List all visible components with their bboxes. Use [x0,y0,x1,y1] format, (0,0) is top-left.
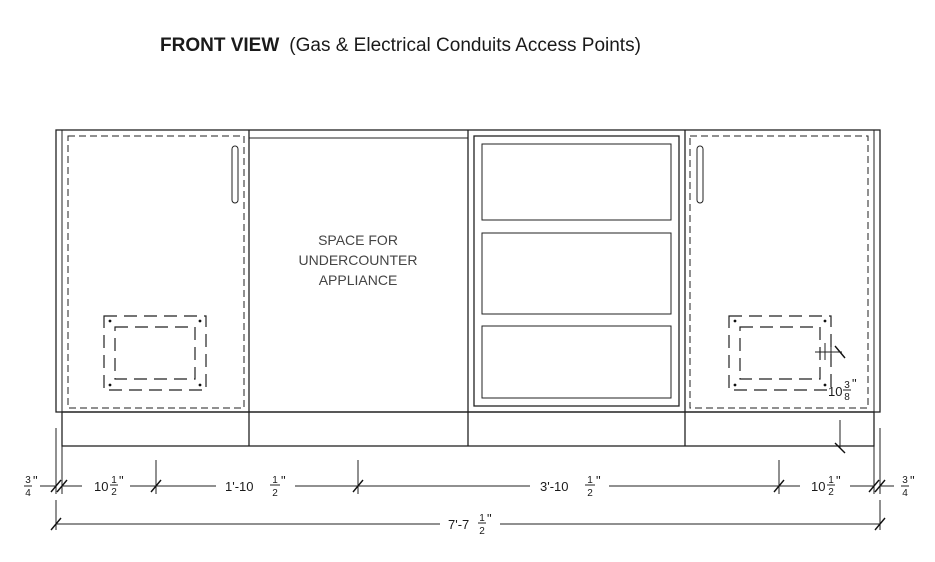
dim-right-end-panel: 3 4 " [901,473,915,499]
access-height-unit: " [852,376,857,391]
dim-app-whole: 1'-10 [225,479,254,494]
left-door-handle [231,145,239,204]
dim-right-end-num: 3 [902,475,908,486]
drawer-top [481,143,672,221]
appliance-label-line2: UNDERCOUNTER [299,252,418,268]
left-access-point-inner [114,326,196,380]
cabinet-elevation [55,129,881,447]
dimension-overall: 7'-7 1 2 " [50,511,886,537]
drawer-middle [481,232,672,315]
left-access-screw-br [198,383,202,387]
appliance-space-label: SPACE FOR UNDERCOUNTER APPLIANCE [299,232,418,288]
dim-left-cab-num: 1 [111,475,117,486]
dim-right-cab-unit: " [836,473,841,488]
dim-left-cabinet: 10 1 2 " [94,473,124,498]
right-door [689,135,869,454]
dim-left-end-den: 4 [25,488,31,499]
dim-left-end-num: 3 [25,475,31,486]
drawer-bottom [481,325,672,399]
dim-right-cabinet: 10 1 2 " [811,473,841,498]
tick-779 [773,479,785,493]
dim-drw-den: 2 [587,488,593,499]
left-access-screw-tr [198,319,202,323]
dim-drawer-section: 3'-10 1 2 " [540,473,601,499]
drawing-title: FRONT VIEW (Gas & Electrical Conduits Ac… [160,35,641,56]
dim-app-num: 1 [272,475,278,486]
dim-overall-whole: 7'-7 [448,517,469,532]
dim-drw-unit: " [596,473,601,488]
right-access-screw-br [823,383,827,387]
dim-left-cab-den: 2 [111,487,117,498]
access-height-den: 8 [844,392,850,403]
dim-drw-whole: 3'-10 [540,479,569,494]
dim-overall-den: 2 [479,526,485,537]
title-subtitle-text: (Gas & Electrical Conduits Access Points… [289,35,641,56]
drawer-section [473,135,680,407]
dim-overall-unit: " [487,511,492,526]
access-height-dimension: 10 3 8 " [828,376,857,403]
tick-overall-left [50,517,62,531]
floor-dim-tick [834,442,846,454]
dim-left-cab-unit: " [119,473,124,488]
appliance-label-line1: SPACE FOR [318,232,398,248]
tick-358 [352,479,364,493]
dim-left-end-panel: 3 4 " [24,473,38,499]
left-door-dashed-outline [67,135,245,409]
tick-156 [150,479,162,493]
tick-overall-right [874,517,886,531]
tick-62 [56,479,68,493]
tick-56 [50,479,62,493]
dim-right-end-unit: " [910,473,915,488]
tick-880 [874,479,886,493]
right-access-screw-tr [823,319,827,323]
dim-app-den: 2 [272,488,278,499]
dim-right-end-den: 4 [902,488,908,499]
left-access-screw-bl [108,383,112,387]
access-height-whole: 10 [828,384,842,399]
access-dim-tick [834,345,846,359]
left-access-screw-tl [108,319,112,323]
right-access-point-outer [728,315,832,391]
left-access-point-outer [103,315,207,391]
dim-drw-num: 1 [587,475,593,486]
dim-right-cab-den: 2 [828,487,834,498]
dim-left-cab-whole: 10 [94,479,108,494]
dim-overall-num: 1 [479,513,485,524]
right-door-dashed-outline [689,135,869,409]
dimension-row-1 [40,479,894,493]
right-access-screw-bl [733,383,737,387]
access-height-num: 3 [844,380,850,391]
drawer-frame-outer [473,135,680,407]
tick-874 [868,479,880,493]
dim-appliance-space: 1'-10 1 2 " [225,473,286,499]
dim-left-end-unit: " [33,473,38,488]
right-access-point-inner [739,326,821,380]
appliance-label-line3: APPLIANCE [319,272,398,288]
left-door [67,135,245,409]
dim-right-cab-whole: 10 [811,479,825,494]
dim-app-unit: " [281,473,286,488]
right-door-handle [696,145,704,204]
right-access-screw-tl [733,319,737,323]
title-bold-text: FRONT VIEW [160,35,279,56]
dim-right-cab-num: 1 [828,475,834,486]
